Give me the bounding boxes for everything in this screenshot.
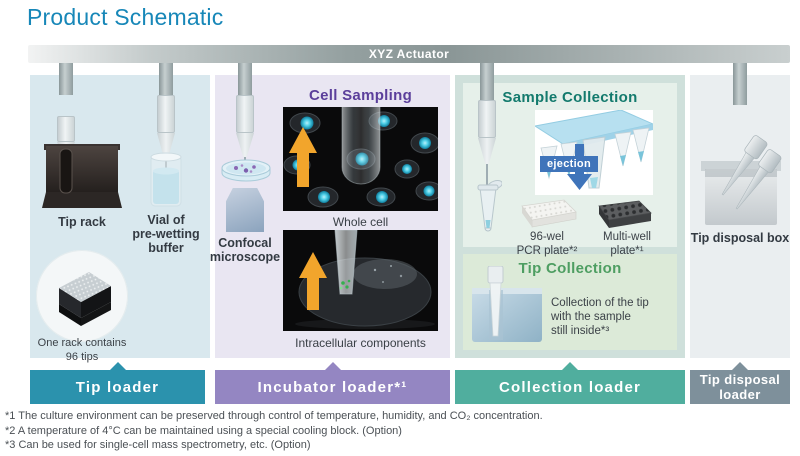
pcr-plate-label: 96-wel PCR plate*² — [516, 231, 578, 257]
tip-collection-block-icon — [472, 266, 542, 342]
tip-loader-banner: Tip loader — [30, 362, 205, 404]
micro-tube-icon — [477, 180, 502, 232]
actuator-rod-icon — [159, 63, 173, 95]
rack-photo-icon — [59, 272, 111, 326]
tip-collection-title: Tip Collection — [518, 260, 622, 277]
actuator-rod-icon — [59, 63, 73, 95]
banner-notch-icon — [732, 362, 748, 370]
whole-cell-caption: Whole cell — [332, 215, 389, 229]
actuator-rod-icon — [733, 63, 747, 105]
pipette-icon — [478, 100, 496, 138]
multiwell-plate-label: Multi-well plate*¹ — [603, 231, 651, 257]
actuator-rod-icon — [480, 63, 494, 100]
intracellular-image — [283, 230, 438, 331]
page-title: Product Schematic — [27, 4, 224, 30]
pipette-icon — [57, 116, 75, 142]
banner-notch-icon — [324, 362, 341, 370]
buffer-vial-icon — [150, 152, 182, 207]
confocal-microscope-label: Confocal microscope — [209, 236, 281, 264]
cell-sampling-title: Cell Sampling — [308, 87, 413, 104]
tip-rack-icon — [42, 144, 122, 208]
incubator-loader-banner: Incubator loader*¹ — [215, 362, 450, 404]
footnote-3: *3 Can be used for single-cell mass spec… — [5, 439, 311, 451]
collection-loader-banner: Collection loader — [455, 362, 685, 404]
pipette-needle-icon — [486, 164, 488, 190]
actuator-rod-icon — [238, 63, 252, 95]
ejection-image — [535, 110, 653, 195]
xyz-actuator-bar: XYZ Actuator — [28, 45, 790, 63]
pcr-plate-icon — [521, 199, 577, 228]
sample-collection-title: Sample Collection — [502, 89, 638, 106]
tip-loader-banner-label: Tip loader — [75, 378, 160, 396]
confocal-microscope-icon — [226, 188, 264, 232]
tip-collection-note: Collection of the tip with the sample st… — [551, 297, 649, 337]
whole-cell-image — [283, 107, 438, 211]
footnotes: *1 The culture environment can be preser… — [5, 409, 543, 453]
footnote-2: *2 A temperature of 4°C can be maintaine… — [5, 424, 402, 437]
footnote-1: *1 The culture environment can be preser… — [5, 410, 543, 422]
vial-label: Vial of pre-wetting buffer — [132, 213, 200, 255]
tip-disposal-box-label: Tip disposal box — [690, 231, 790, 245]
collection-loader-banner-label: Collection loader — [498, 378, 642, 396]
tip-rack-label: Tip rack — [58, 215, 106, 229]
pipette-icon — [157, 95, 175, 133]
multiwell-plate-icon — [598, 200, 652, 228]
tip-disposal-banner-label: Tip disposal loader — [699, 372, 781, 402]
banner-notch-icon — [562, 362, 578, 370]
ejection-label: ejection — [540, 156, 598, 172]
rack-note: One rack contains 96 tips — [37, 337, 127, 363]
banner-notch-icon — [109, 362, 126, 370]
petri-dish-icon — [221, 159, 271, 182]
tip-disposal-box-icon — [701, 135, 782, 225]
intracellular-caption: Intracellular components — [295, 336, 426, 350]
incubator-loader-banner-label: Incubator loader*¹ — [257, 378, 408, 396]
pipette-icon — [236, 95, 254, 133]
xyz-actuator-label: XYZ Actuator — [368, 47, 450, 61]
tip-disposal-loader-banner: Tip disposal loader — [690, 362, 790, 404]
